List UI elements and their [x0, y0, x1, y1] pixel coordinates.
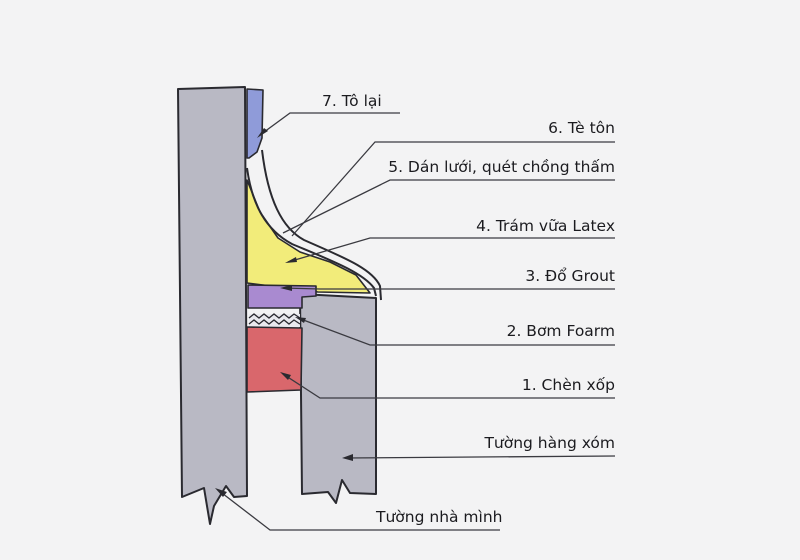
foam-insert-layer [246, 326, 303, 393]
label-own-wall: Tường nhà mình [375, 508, 503, 526]
leader-5 [282, 179, 615, 234]
arrowhead-neighbor [342, 454, 353, 461]
latex-mortar-layer [246, 179, 371, 294]
label-3-grout: 3. Đổ Grout [525, 267, 615, 285]
label-2-foam: 2. Bơm Foarm [507, 322, 615, 340]
label-5-mesh-waterproof: 5. Dán lưới, quét chồng thấm [388, 158, 615, 176]
label-neighbor-wall: Tường hàng xóm [483, 434, 615, 452]
label-4-latex-mortar: 4. Trám vữa Latex [476, 217, 615, 235]
leader-3 [282, 287, 615, 290]
leader-own [217, 489, 500, 531]
leader-2 [297, 317, 615, 346]
label-7-plaster: 7. Tô lại [322, 92, 382, 110]
arrowhead-1 [280, 372, 291, 380]
foam-zigzag-bottom [248, 319, 301, 325]
arrowhead-7 [257, 128, 268, 138]
arrowhead-3 [280, 285, 292, 291]
flashing-sheet-line [261, 149, 382, 301]
leader-6 [291, 141, 615, 237]
foam-zigzag-top [248, 313, 301, 319]
leader-neighbor [344, 455, 616, 459]
arrowhead-own [215, 488, 227, 497]
mesh-waterproof-line [246, 167, 377, 297]
arrowhead-2 [295, 317, 306, 323]
leader-4 [287, 237, 615, 263]
arrowhead-4 [285, 257, 297, 263]
grout-layer [247, 284, 317, 309]
leader-arrowheads [215, 128, 353, 497]
label-1-foam-insert: 1. Chèn xốp [522, 376, 615, 394]
label-6-flashing: 6. Tè tôn [548, 119, 615, 137]
leader-1 [282, 373, 615, 399]
leader-7 [259, 112, 400, 136]
own-wall [177, 86, 248, 525]
leader-lines [217, 112, 616, 531]
plaster-layer [246, 88, 264, 159]
